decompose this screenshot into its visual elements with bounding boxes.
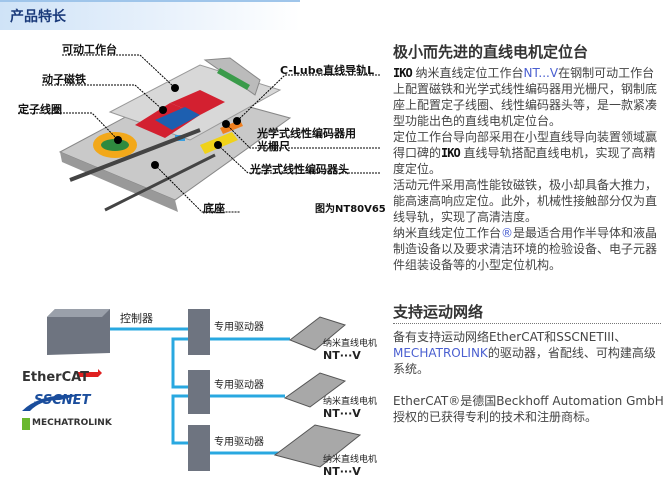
- motor-model: NT···V: [323, 407, 361, 420]
- iko-logo: IKO: [393, 66, 413, 80]
- text: 在钢制可动工作台上配置磁铁和光学式线性编码器用光栅尺，钢制底座上配置定子线圈、线…: [393, 66, 658, 128]
- sscnet-logo: [22, 394, 80, 411]
- controller-box: [47, 309, 110, 355]
- divider: [393, 323, 661, 324]
- figure-caption: 图为NT80V65: [315, 204, 386, 215]
- driver-label-3: 专用驱动器: [214, 437, 264, 448]
- mechatrolink-logo-text: MECHATROLINK: [32, 418, 112, 428]
- label-moving-magnet: 动子磁铁: [42, 73, 86, 86]
- para-2: 定位工作台导向部采用在小型直线导向装置领域赢得口碑的IKO 直线导轨搭配直线电机…: [393, 129, 665, 177]
- iko-logo: IKO: [441, 146, 461, 160]
- label-base: 底座: [203, 202, 225, 215]
- mechatrolink-logo: [22, 418, 30, 430]
- motor-model: NT···V: [323, 465, 361, 478]
- para-2: EtherCAT®是德国Beckhoff Automation GmbH授权的已…: [393, 394, 664, 424]
- model-link[interactable]: NT...V: [523, 66, 559, 80]
- para-3: 活动元件采用高性能钕磁铁，极小却具备大推力，能高速高响应定位。此外，机械性接触部…: [393, 178, 658, 224]
- callout-lines: [18, 54, 380, 213]
- product-illustration: [18, 54, 380, 213]
- label-movable-table: 可动工作台: [62, 43, 117, 56]
- motor-name: 纳米直线电机: [323, 339, 378, 349]
- network-lines: [110, 327, 290, 455]
- label-linear-guide: C-Lube直线导轨L: [280, 64, 375, 77]
- para-1: IKO 纳米直线定位工作台NT...V在钢制可动工作台上配置磁铁和光学式线性编码…: [393, 65, 665, 129]
- label-scale-1: 光学式线性编码器用: [257, 127, 356, 140]
- section2-body: 备有支持运动网络EtherCAT和SSCNETIII、 MECHATROLINK的…: [393, 329, 665, 425]
- text: 备有支持运动网络EtherCAT和SSCNETIII、: [393, 330, 627, 344]
- motor-name: 纳米直线电机: [323, 397, 378, 407]
- ethercat-logo: [78, 369, 102, 377]
- para-4: 纳米直线定位工作台®是最适合用作半导体和液晶制造设备以及要求清洁环境的检验设备、…: [393, 225, 665, 273]
- label-stator-coil: 定子线圈: [18, 103, 62, 116]
- section-header: 产品特长: [0, 0, 300, 30]
- section1-body: IKO 纳米直线定位工作台NT...V在钢制可动工作台上配置磁铁和光学式线性编码…: [393, 65, 665, 273]
- para-1: 备有支持运动网络EtherCAT和SSCNETIII、 MECHATROLINK的…: [393, 329, 665, 377]
- text: 的驱动器，省配线、可构建高级系统。: [393, 346, 656, 376]
- mechatrolink-link[interactable]: MECHATROLINK: [393, 346, 488, 360]
- text: 定位工作台导向部采用在小型直线导向装置领域赢得口碑的: [393, 130, 658, 160]
- label-scale-2: 光栅尺: [257, 140, 290, 153]
- stage-drawing: [58, 57, 292, 212]
- ethercat-logo-text: EtherCAT: [22, 370, 90, 385]
- text: 纳米直线定位工作台: [415, 66, 524, 80]
- motor-name: 纳米直线电机: [323, 455, 378, 465]
- text: 纳米直线定位工作台: [393, 226, 502, 240]
- label-encoder-head: 光学式线性编码器头: [250, 163, 349, 176]
- motor-images: [273, 316, 362, 468]
- controller-label: 控制器: [120, 312, 153, 325]
- sscnet-logo-text: SSCNET: [34, 393, 91, 408]
- motor-model: NT···V: [323, 349, 361, 362]
- driver-label-1: 专用驱动器: [214, 322, 264, 333]
- section2-title: 支持运动网络: [393, 303, 484, 321]
- text: 是最适合用作半导体和液晶制造设备以及要求清洁环境的检验设备、电子元器件组装设备等…: [393, 226, 658, 272]
- text: 直线导轨搭配直线电机，实现了高精度定位。: [393, 146, 656, 176]
- section1-title: 极小而先进的直线电机定位台: [393, 43, 589, 61]
- network-diagram: [22, 309, 362, 471]
- registered-mark: ®: [501, 226, 514, 240]
- driver-boxes: [188, 309, 210, 471]
- driver-label-2: 专用驱动器: [214, 380, 264, 391]
- section-title: 产品特长: [10, 9, 66, 25]
